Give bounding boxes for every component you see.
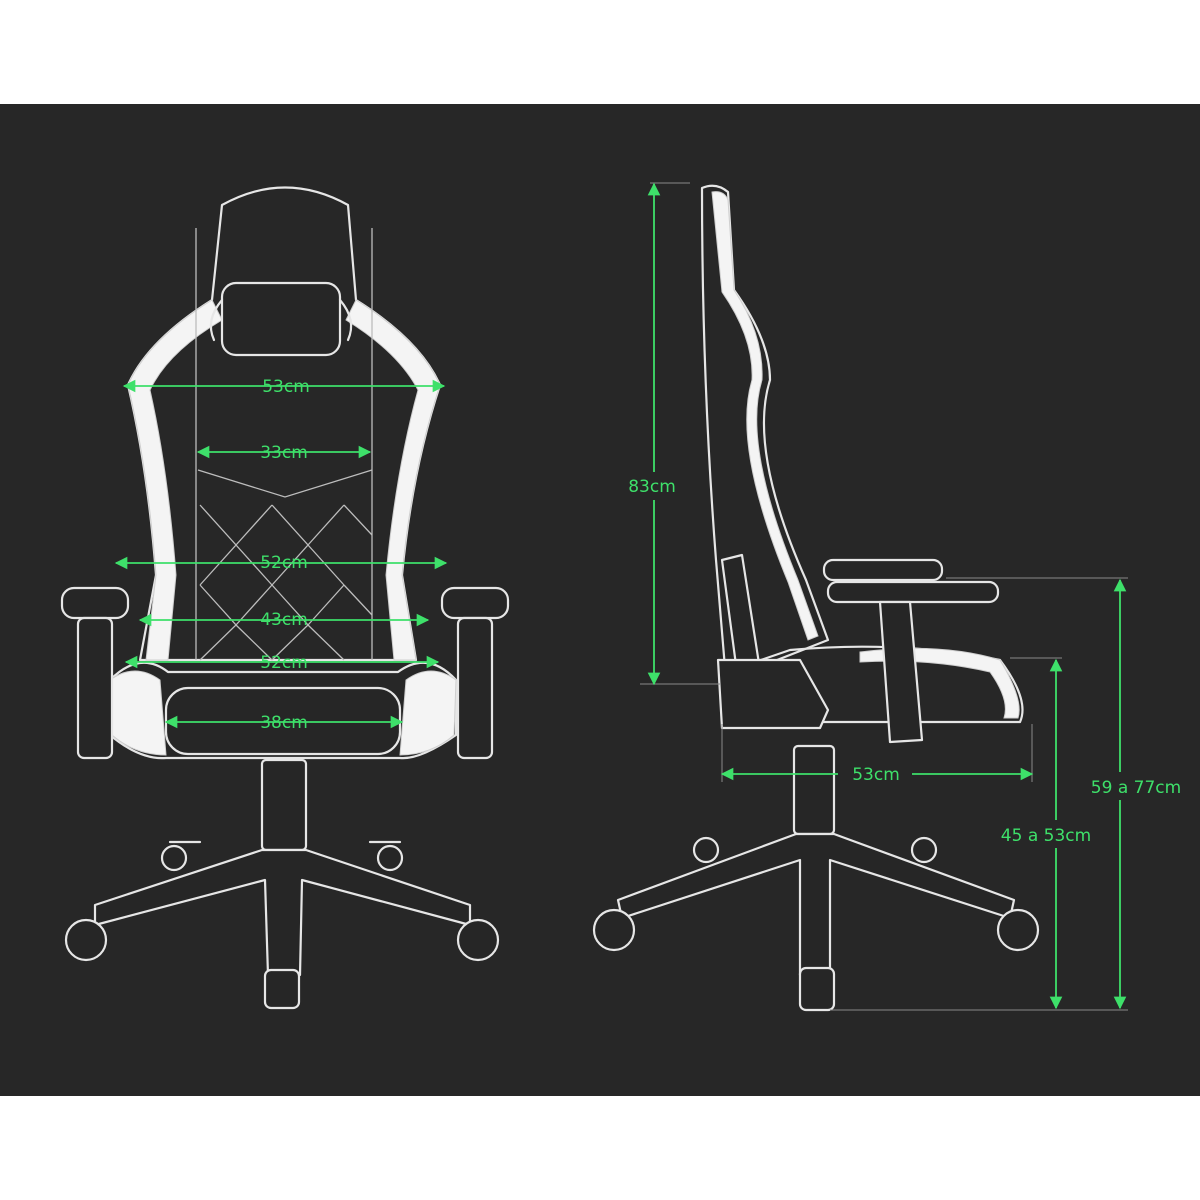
dim-back-mid-width: 52cm — [260, 553, 308, 573]
front-left-armrest — [60, 586, 130, 620]
side-view-chair — [592, 184, 1040, 1012]
dim-seat-width: 38cm — [260, 713, 308, 733]
dim-seat-height: 45 a 53cm — [1001, 826, 1091, 846]
dim-back-low-width: 52cm — [260, 653, 308, 673]
side-extension-lines — [640, 182, 1128, 1011]
side-armrest-pad — [822, 558, 944, 582]
front-caster-center — [263, 968, 301, 1010]
front-view-chair — [60, 186, 510, 1010]
dim-seat-depth: 53cm — [852, 765, 900, 785]
side-gas-lift — [792, 744, 836, 836]
side-caster-right — [996, 908, 1040, 952]
front-base — [93, 848, 472, 977]
front-left-bolster — [127, 299, 223, 661]
side-dimensions: 83cm 53cm 45 a 53cm 59 a 77cm — [616, 182, 1196, 1010]
front-gas-lift — [260, 758, 308, 852]
dim-backrest-height: 83cm — [628, 477, 676, 497]
front-caster-left — [64, 918, 108, 962]
dim-shoulder-width: 53cm — [262, 377, 310, 397]
front-right-bolster — [345, 299, 441, 661]
front-caster-right — [456, 918, 500, 962]
side-base — [616, 832, 1016, 977]
dim-armrest-height: 59 a 77cm — [1091, 778, 1181, 798]
side-caster-left — [592, 908, 636, 952]
front-headrest-pillow — [220, 281, 342, 357]
front-right-armrest — [440, 586, 510, 620]
side-caster-center — [798, 966, 836, 1012]
dim-back-inner-width: 43cm — [260, 610, 308, 630]
dim-back-top-width: 33cm — [260, 443, 308, 463]
front-dimensions: 53cm 33cm 52cm 43cm 52cm 38cm — [114, 377, 448, 733]
